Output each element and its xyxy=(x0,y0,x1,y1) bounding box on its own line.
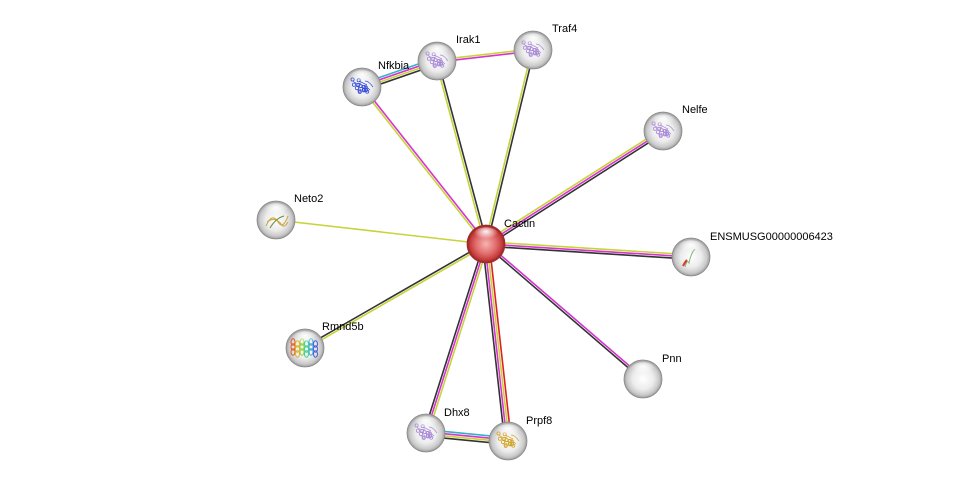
edge-cactin-traf4[interactable] xyxy=(484,48,535,246)
edge-strand-coexpression xyxy=(437,59,488,245)
edge-strand-experiments xyxy=(425,243,487,434)
edge-strand-experiments xyxy=(484,243,508,442)
node-traf4[interactable]: Traf4 xyxy=(513,23,577,70)
node-highlight xyxy=(495,424,521,439)
node-highlight xyxy=(473,227,499,242)
node-label: Prpf8 xyxy=(526,415,552,427)
node-label: Nfkbia xyxy=(378,60,410,72)
edge-strand-textmining xyxy=(360,86,486,246)
node-neto2[interactable]: Neto2 xyxy=(256,193,323,240)
edge-cactin-irak1[interactable] xyxy=(435,59,488,246)
edge-strand-textmining xyxy=(486,243,510,442)
node-irak1[interactable]: Irak1 xyxy=(417,34,480,81)
node-label: Rmnd5b xyxy=(322,321,364,333)
edge-layer xyxy=(275,48,692,446)
node-highlight xyxy=(413,416,439,431)
edge-strand-textmining xyxy=(427,243,489,435)
edge-strand-coexpression xyxy=(486,49,535,246)
edge-strand-coexpression xyxy=(486,132,665,247)
edge-cactin-ensmusg[interactable] xyxy=(485,241,692,260)
node-label: Irak1 xyxy=(456,34,480,46)
edge-strand-textmining xyxy=(275,219,487,245)
node-label: Cactin xyxy=(504,218,535,230)
node-prpf8[interactable]: Prpf8 xyxy=(488,415,552,461)
node-highlight xyxy=(424,44,450,59)
edge-strand-experiments xyxy=(485,243,692,258)
edge-strand-fusion xyxy=(488,242,513,442)
node-highlight xyxy=(650,114,676,129)
edge-strand-textmining xyxy=(484,48,533,245)
node-layer: Cactin Irak1 Traf4NfkbiaNelfeNeto2ENSMUSG0… xyxy=(256,23,833,461)
edge-cactin-nfkbia[interactable] xyxy=(360,85,488,246)
edge-cactin-pnn[interactable] xyxy=(484,242,645,381)
edge-cactin-dhx8[interactable] xyxy=(423,242,489,435)
node-pnn[interactable]: Pnn xyxy=(623,353,682,399)
edge-strand-coexpression xyxy=(303,242,487,348)
node-rmnd5b[interactable]: Rmnd5b xyxy=(285,321,364,368)
node-dhx8[interactable]: Dhx8 xyxy=(406,407,470,453)
edge-strand-textmining xyxy=(304,244,488,350)
node-nelfe[interactable]: Nelfe xyxy=(643,104,708,151)
edge-strand-coexpression xyxy=(485,245,692,260)
node-nfkbia[interactable]: Nfkbia xyxy=(342,60,410,107)
edge-strand-experiments xyxy=(362,85,488,245)
edge-strand-experiments xyxy=(485,130,664,245)
edge-cactin-neto2[interactable] xyxy=(275,219,487,245)
node-highlight xyxy=(263,203,289,218)
node-highlight xyxy=(630,362,656,377)
node-ensmusg[interactable]: ENSMUSG00000006423 xyxy=(671,231,833,277)
node-label: Nelfe xyxy=(682,104,708,116)
node-highlight xyxy=(520,33,546,48)
edge-strand-textmining xyxy=(435,60,486,246)
node-label: Neto2 xyxy=(294,193,323,205)
node-highlight xyxy=(292,331,318,346)
edge-strand-coexpression xyxy=(423,242,485,434)
edge-strand-coexpression xyxy=(481,243,506,443)
node-highlight xyxy=(349,70,375,85)
node-label: Traf4 xyxy=(552,23,577,35)
edge-cactin-prpf8[interactable] xyxy=(481,242,513,443)
node-label: Dhx8 xyxy=(444,407,470,419)
edge-strand-experiments xyxy=(485,242,645,379)
edge-strand-textmining xyxy=(484,128,663,243)
edge-strand-coexpression xyxy=(484,244,644,381)
edge-strand-textmining xyxy=(485,241,692,256)
node-label: Pnn xyxy=(662,353,682,365)
edge-cactin-rmnd5b[interactable] xyxy=(303,242,488,350)
node-cactin[interactable]: Cactin xyxy=(466,218,535,264)
edge-cactin-nelfe[interactable] xyxy=(484,128,665,247)
node-highlight xyxy=(678,240,704,255)
node-label: ENSMUSG00000006423 xyxy=(710,231,833,243)
